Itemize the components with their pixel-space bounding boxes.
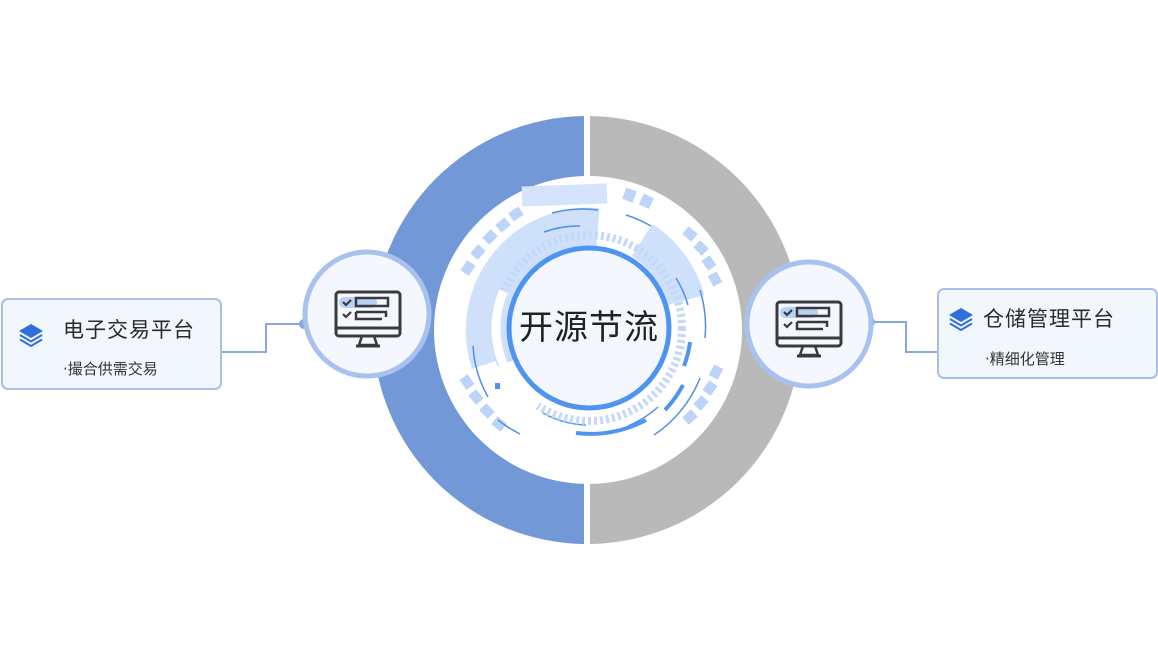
layers-icon xyxy=(949,308,973,332)
left-connector xyxy=(221,323,303,353)
center-circle xyxy=(506,245,672,411)
thick-arc-lines xyxy=(575,341,692,436)
monitor-checklist-icon xyxy=(775,300,843,358)
dashed-tick-ring-mask xyxy=(491,230,687,426)
right-node-circle[interactable] xyxy=(744,259,874,389)
center-label: 开源节流 xyxy=(519,308,659,348)
layers-icon xyxy=(19,324,43,348)
small-square-accent xyxy=(495,383,500,389)
monitor-checklist-icon xyxy=(334,290,402,348)
left-info-card[interactable]: 电子交易平台 ·撮合供需交易 xyxy=(1,298,222,390)
left-node-circle[interactable] xyxy=(302,249,432,379)
left-card-bullet: ·撮合供需交易 xyxy=(63,360,158,378)
right-info-card[interactable]: 仓储管理平台 ·精细化管理 xyxy=(937,288,1158,379)
right-card-bullet: ·精细化管理 xyxy=(985,350,1065,368)
left-card-title: 电子交易平台 xyxy=(63,318,195,342)
dashed-tick-ring xyxy=(492,231,686,425)
right-card-title: 仓储管理平台 xyxy=(983,307,1115,331)
top-band-block xyxy=(521,183,608,207)
outer-square-ticks xyxy=(459,187,724,432)
right-connector xyxy=(870,321,937,353)
